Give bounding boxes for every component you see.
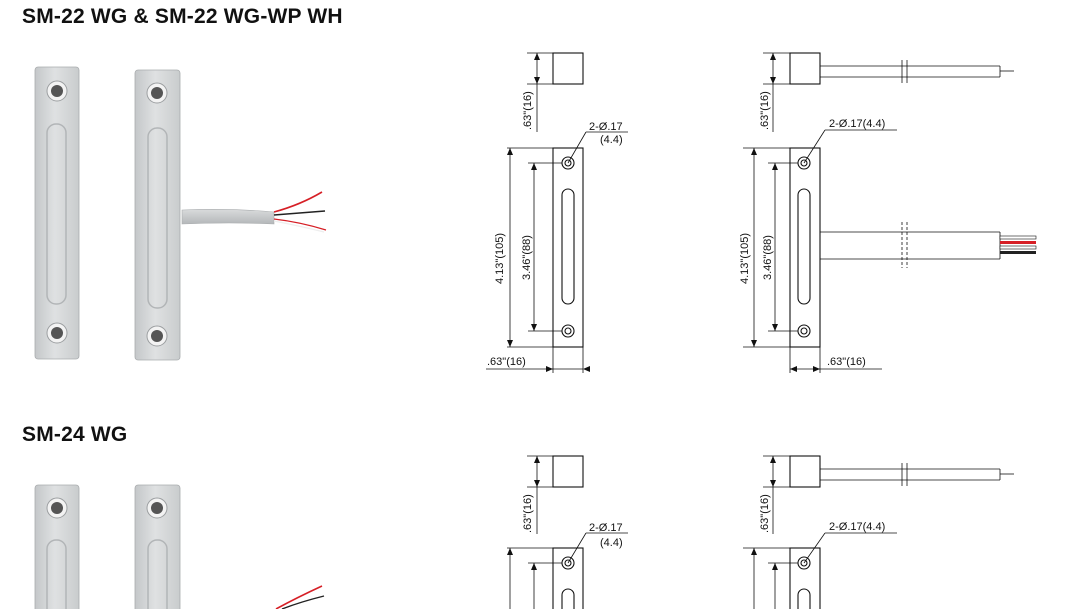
svg-text:(4.4): (4.4) — [600, 537, 623, 549]
svg-text:2-Ø.17(4.4): 2-Ø.17(4.4) — [829, 521, 885, 533]
svg-text:.63"(16): .63"(16) — [759, 494, 771, 533]
drawing-switch-sm24: .63"(16) 2-Ø.17(4.4) — [743, 455, 1014, 609]
svg-text:.63"(16): .63"(16) — [759, 91, 771, 130]
switch-housing — [134, 69, 327, 361]
hole-dim-label: 2-Ø.17 — [589, 121, 623, 133]
section-title-sm22: SM-22 WG & SM-22 WG-WP WH — [22, 5, 343, 28]
svg-text:3.46"(88): 3.46"(88) — [762, 235, 774, 280]
product-photo-sm24 — [34, 484, 325, 609]
section-title-sm24: SM-24 WG — [22, 423, 128, 446]
magnet-housing — [34, 66, 80, 360]
dim-height-label: .63"(16) — [522, 91, 534, 130]
svg-text:2-Ø.17: 2-Ø.17 — [589, 522, 623, 534]
length-total-label: 4.13"(105) — [494, 233, 506, 284]
svg-text:.63"(16): .63"(16) — [827, 356, 866, 368]
length-holes-label: 3.46"(88) — [521, 235, 533, 280]
dim-width-label: .63"(16) — [487, 356, 526, 368]
svg-text:4.13"(105): 4.13"(105) — [739, 233, 751, 284]
svg-text:.63"(16): .63"(16) — [522, 494, 534, 533]
drawing-switch-sm22: .63"(16) 2-Ø.17(4.4) 4.13"(105) 3.46"(88… — [739, 52, 1037, 373]
product-photo-sm22 — [34, 66, 327, 361]
hole-dim-metric: (4.4) — [600, 134, 623, 146]
drawing-magnet-sm24: .63"(16) 2-Ø.17 (4.4) — [507, 455, 628, 609]
drawing-magnet-sm22: .63"(16) 2-Ø.17 (4.4) 4.13"(105) 3.46"(8… — [486, 52, 628, 373]
hole-dim-label-inline: 2-Ø.17(4.4) — [829, 118, 885, 130]
